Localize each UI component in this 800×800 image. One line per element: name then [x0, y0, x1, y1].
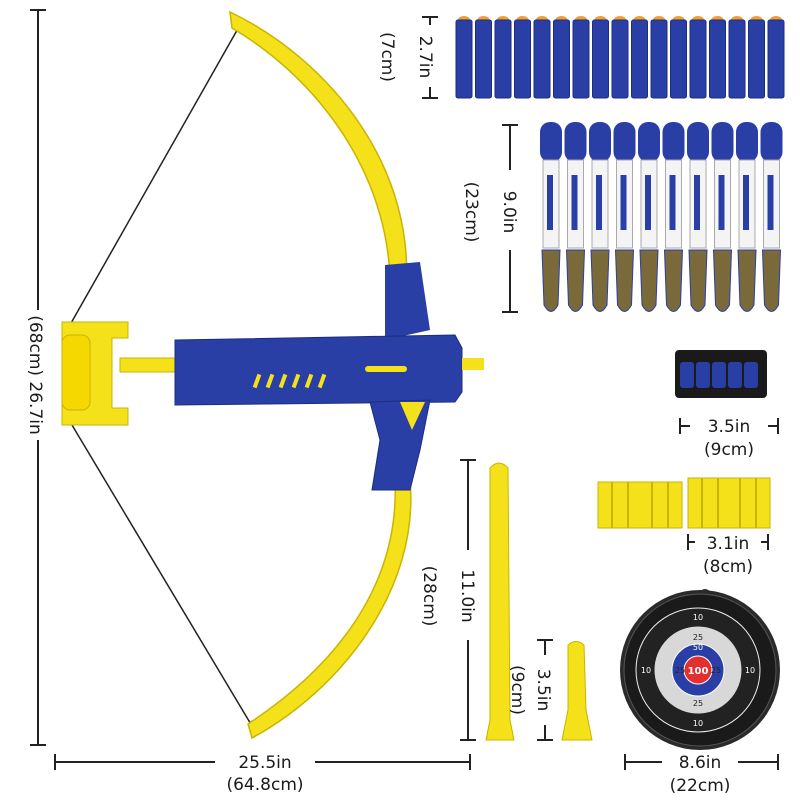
- target-score-10-top: 10: [693, 613, 703, 622]
- arrow-length-cm: (23cm): [461, 182, 481, 243]
- foam-dart: [592, 16, 609, 99]
- suction-arrow: [687, 122, 709, 312]
- foam-darts: [455, 16, 785, 99]
- target-score-10-left: 10: [641, 666, 651, 675]
- foam-dart: [455, 16, 473, 99]
- foam-dart: [709, 16, 726, 99]
- bow-width-dimension: 25.5in (64.8cm): [54, 750, 471, 795]
- suction-arrow: [613, 122, 636, 312]
- bow: [61, 10, 484, 740]
- clip-width-in: 3.1in: [707, 534, 750, 554]
- foam-dart: [494, 16, 512, 99]
- short-stick: [561, 641, 593, 741]
- bow-pistol-grip: [369, 399, 431, 491]
- long-stick-length-cm: (28cm): [419, 566, 439, 627]
- foam-dart: [670, 16, 687, 99]
- bow-height-dimension: (68cm) 26.7in: [22, 9, 56, 746]
- target-board: 100 50 25 25 25 25 10 10 10 10: [620, 589, 780, 750]
- target-diameter-in: 8.6in: [679, 753, 722, 773]
- bow-lower-limb: [247, 479, 412, 740]
- foam-dart: [572, 16, 590, 99]
- dart-length-cm: (7cm): [377, 32, 397, 82]
- yellow-clips: [597, 477, 771, 529]
- wristband-width-cm: (9cm): [704, 440, 754, 460]
- wristband-width-dimension: 3.5in (9cm): [679, 414, 779, 460]
- foam-dart: [611, 16, 629, 99]
- target-score-10-right: 10: [745, 666, 755, 675]
- bow-riser-top: [385, 262, 430, 340]
- suction-arrows: [540, 122, 783, 312]
- dart-length-dimension: 2.7in (7cm): [377, 16, 444, 99]
- short-stick-dimension: 3.5in (9cm): [507, 639, 560, 741]
- foam-dart: [475, 16, 492, 99]
- short-stick-length-in: 3.5in: [533, 669, 553, 712]
- suction-arrow: [540, 122, 562, 312]
- clip-width-dimension: 3.1in (8cm): [687, 530, 769, 577]
- foam-dart: [514, 16, 531, 99]
- foam-dart: [533, 16, 551, 99]
- bow-launcher-body: [174, 334, 463, 406]
- bow-string-lower: [65, 414, 253, 727]
- wristband-width-in: 3.5in: [708, 417, 751, 437]
- short-stick-length-cm: (9cm): [507, 665, 527, 715]
- foam-dart: [689, 16, 707, 99]
- target-score-25-left: 25: [675, 666, 685, 675]
- bow-string-upper: [65, 24, 241, 333]
- suction-arrow: [662, 122, 685, 312]
- target-score-10-bottom: 10: [693, 719, 703, 728]
- arrow-length-dimension: 9.0in (23cm): [461, 124, 525, 313]
- bow-width-in: 25.5in: [238, 753, 291, 773]
- suction-arrow: [736, 122, 758, 312]
- target-center-score: 100: [688, 666, 709, 677]
- foam-dart: [631, 16, 648, 99]
- suction-arrow: [564, 122, 587, 312]
- wristband: [675, 350, 767, 398]
- suction-arrow: [711, 122, 734, 312]
- target-score-25: 25: [693, 633, 703, 642]
- suction-arrow: [589, 122, 611, 312]
- target-score-25-right: 25: [711, 666, 721, 675]
- target-score-50: 50: [693, 643, 703, 652]
- dart-length-in: 2.7in: [415, 36, 435, 79]
- long-stick-dimension: 11.0in (28cm): [419, 459, 482, 741]
- suction-arrow: [638, 122, 660, 312]
- target-diameter-cm: (22cm): [670, 776, 731, 796]
- bow-width-cm: (64.8cm): [226, 775, 303, 795]
- foam-dart: [650, 16, 668, 99]
- foam-dart: [553, 16, 570, 99]
- bow-height-in: 26.7in: [25, 381, 45, 434]
- foam-dart: [728, 16, 746, 99]
- arrow-length-in: 9.0in: [499, 191, 519, 234]
- long-stick: [485, 462, 515, 741]
- bow-height-cm: (68cm): [25, 315, 45, 376]
- clip-width-cm: (8cm): [703, 557, 753, 577]
- foam-dart: [748, 16, 765, 99]
- target-diameter-dimension: 8.6in (22cm): [624, 750, 779, 796]
- long-stick-length-in: 11.0in: [457, 569, 477, 622]
- target-score-25-bottom: 25: [693, 699, 703, 708]
- suction-arrow: [760, 122, 783, 312]
- svg-text:(68cm) 26.7in: (68cm) 26.7in: [25, 315, 45, 435]
- foam-dart: [767, 16, 785, 99]
